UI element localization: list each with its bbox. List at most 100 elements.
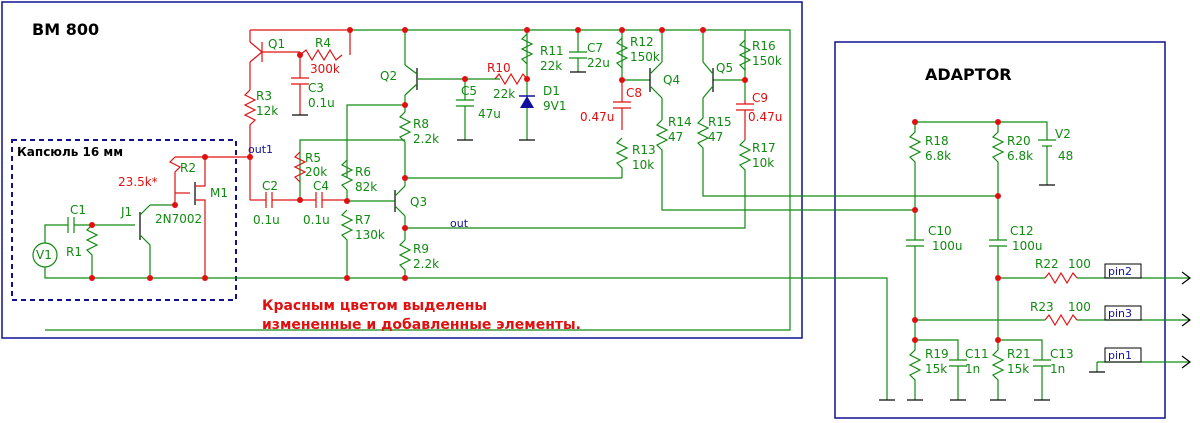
r8-resistor bbox=[398, 111, 412, 178]
q3-label: Q3 bbox=[410, 195, 427, 209]
r8-value: 2.2k bbox=[413, 132, 439, 146]
r2-value: 23.5k* bbox=[118, 175, 158, 189]
pin2-port bbox=[1104, 263, 1142, 279]
r20-value: 6.8k bbox=[1007, 149, 1033, 163]
r17-label: R17 bbox=[752, 141, 776, 155]
r5-value: 20k bbox=[305, 165, 327, 179]
note-line-1: Красным цветом выделены bbox=[262, 298, 487, 314]
r4-value: 300k bbox=[310, 62, 340, 76]
r22-label: R22 bbox=[1035, 257, 1059, 271]
r16-resistor bbox=[738, 39, 752, 71]
r5-link-wire bbox=[299, 139, 405, 200]
capsule-block-frame bbox=[11, 139, 237, 301]
c2-value: 0.1u bbox=[253, 213, 280, 227]
q3-transistor bbox=[347, 185, 406, 217]
q1-collector-wire bbox=[250, 29, 351, 55]
q1-transistor bbox=[249, 30, 300, 90]
r3-resistor bbox=[243, 89, 257, 155]
c4-value: 0.1u bbox=[303, 213, 330, 227]
junction-dots bbox=[89, 27, 1001, 343]
r4-label: R4 bbox=[315, 36, 331, 50]
r11-resistor bbox=[520, 33, 534, 65]
r14-label: R14 bbox=[668, 115, 692, 129]
q4-transistor bbox=[649, 30, 663, 99]
c7-label: C7 bbox=[587, 41, 603, 55]
r9-resistor bbox=[398, 239, 412, 278]
r6-label: R6 bbox=[355, 165, 371, 179]
r23-value: 100 bbox=[1068, 300, 1091, 314]
r22-resistor bbox=[1044, 271, 1078, 285]
c13-value: 1n bbox=[1050, 362, 1065, 376]
c5-value: 47u bbox=[478, 107, 501, 121]
r12-resistor bbox=[615, 37, 629, 69]
r7-value: 130k bbox=[355, 228, 385, 242]
r5-label: R5 bbox=[305, 151, 321, 165]
q5-transistor bbox=[702, 30, 714, 99]
c11-lead bbox=[915, 339, 959, 360]
r15-label: R15 bbox=[708, 115, 732, 129]
r23-label: R23 bbox=[1030, 300, 1054, 314]
r10-resistor bbox=[494, 72, 528, 86]
r21-label: R21 bbox=[1007, 347, 1031, 361]
power-rail-wire bbox=[45, 29, 791, 331]
bm800-block-frame bbox=[1, 1, 803, 339]
j1-jfet bbox=[139, 204, 151, 278]
pin2-arrow-icon bbox=[1181, 271, 1191, 285]
r7-label: R7 bbox=[355, 213, 371, 227]
q2-label: Q2 bbox=[380, 69, 397, 83]
q2-emitter-feed-wire bbox=[346, 104, 405, 178]
r14-resistor bbox=[655, 119, 915, 211]
pin1-arrow-icon bbox=[1181, 355, 1191, 369]
c7-value: 22u bbox=[587, 56, 610, 70]
c12-value: 100u bbox=[1012, 239, 1043, 253]
out-net-label: out bbox=[450, 217, 469, 230]
adaptor-block-frame bbox=[834, 41, 1166, 419]
r5-resistor bbox=[293, 151, 307, 183]
r23-resistor bbox=[1044, 313, 1078, 327]
q4-label: Q4 bbox=[663, 73, 680, 87]
r10-value: 22k bbox=[493, 87, 515, 101]
d1-value: 9V1 bbox=[543, 99, 566, 113]
r18-value: 6.8k bbox=[925, 149, 951, 163]
m1-mosfet bbox=[175, 157, 206, 278]
r15-value: 47 bbox=[708, 130, 723, 144]
m1-value: 2N7002 bbox=[155, 212, 202, 226]
r17-resistor bbox=[405, 139, 752, 229]
note-line-2: измененные и добавленные элементы. bbox=[262, 317, 581, 333]
r11-value: 22k bbox=[540, 59, 562, 73]
r1-label: R1 bbox=[66, 245, 82, 259]
r6-resistor bbox=[340, 159, 354, 201]
r10-label: R10 bbox=[487, 61, 511, 75]
c3-value: 0.1u bbox=[308, 96, 335, 110]
r18-resistor bbox=[908, 122, 922, 225]
c10-value: 100u bbox=[932, 239, 963, 253]
r15-resistor bbox=[696, 98, 998, 197]
r19-resistor bbox=[908, 340, 922, 400]
d1-label: D1 bbox=[543, 84, 560, 98]
q1-label: Q1 bbox=[268, 37, 285, 51]
capsule-title: Капсюль 16 мм bbox=[17, 145, 123, 159]
v2-label: V2 bbox=[1055, 127, 1071, 141]
v1-top-wire bbox=[44, 224, 68, 243]
c11-value: 1n bbox=[965, 362, 980, 376]
r1-resistor bbox=[85, 224, 99, 278]
out1-net-label: out1 bbox=[248, 143, 273, 156]
c1-label: C1 bbox=[70, 203, 86, 217]
r9-label: R9 bbox=[413, 242, 429, 256]
r3-label: R3 bbox=[256, 89, 272, 103]
ground-return-wire bbox=[405, 277, 888, 400]
pin2-label: pin2 bbox=[1108, 265, 1132, 278]
r7-resistor bbox=[340, 209, 354, 278]
r13-label: R13 bbox=[632, 143, 656, 157]
r12-label: R12 bbox=[630, 35, 654, 49]
r19-value: 15k bbox=[925, 362, 947, 376]
pin3-arrow-icon bbox=[1181, 313, 1191, 327]
r16-label: R16 bbox=[752, 39, 776, 53]
pin3-port bbox=[1104, 305, 1142, 321]
r13-value: 10k bbox=[632, 158, 654, 172]
r21-value: 15k bbox=[1007, 362, 1029, 376]
r19-label: R19 bbox=[925, 347, 949, 361]
r21-resistor bbox=[991, 340, 1005, 400]
c12-label: C12 bbox=[1010, 224, 1034, 238]
